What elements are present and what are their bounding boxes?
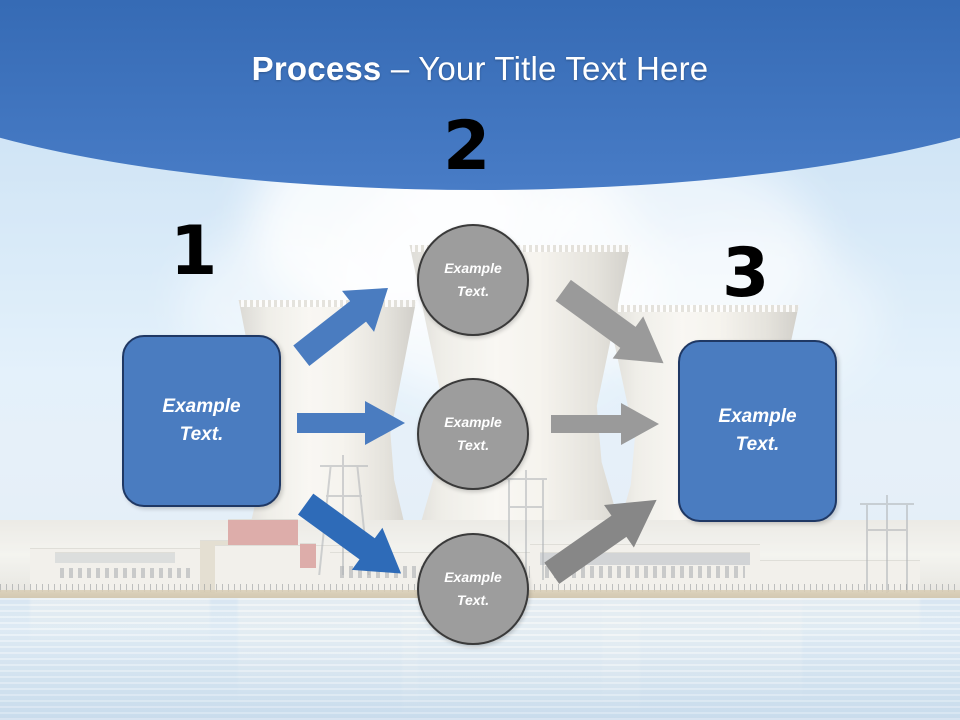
header-curve	[0, 0, 960, 196]
arrow-circle3-to-box3	[534, 490, 676, 584]
process-box-1-line2: Text.	[179, 424, 224, 445]
process-circle-1-line1: Example	[444, 259, 502, 276]
step-number-3: 3	[722, 234, 770, 313]
arrow-box1-to-circle1	[287, 276, 407, 366]
header-gradient-fill	[0, 0, 960, 190]
page-title: Process – Your Title Text Here	[0, 50, 960, 88]
header-area: Process – Your Title Text Here	[0, 0, 960, 230]
process-circle-2-line2: Text.	[456, 437, 490, 453]
process-circle-3-line1: Example	[444, 568, 502, 585]
step-number-1: 1	[170, 212, 218, 291]
process-box-1-line1: Example	[162, 395, 241, 417]
process-circle-2-line1: Example	[444, 413, 502, 430]
page-title-strong: Process	[251, 50, 382, 87]
process-circle-2[interactable]: Example Text.	[417, 378, 529, 490]
arrow-box1-to-circle2	[297, 399, 407, 447]
step-number-2: 2	[443, 107, 491, 186]
process-circle-1[interactable]: Example Text.	[417, 224, 529, 336]
process-box-3[interactable]: Example Text.	[678, 340, 837, 522]
building-windows	[545, 566, 745, 578]
process-box-1[interactable]: Example Text.	[122, 335, 281, 507]
power-pylon	[505, 470, 547, 580]
page-title-separator: –	[381, 50, 419, 87]
power-pylon	[860, 495, 914, 593]
process-box-3-line2: Text.	[735, 434, 780, 455]
building-windows	[60, 568, 190, 578]
process-box-3-line1: Example	[718, 405, 797, 427]
arrow-box1-to-circle3	[290, 493, 420, 585]
arrow-circle1-to-box3	[547, 279, 683, 374]
process-circle-1-line2: Text.	[456, 283, 490, 299]
process-circle-3[interactable]: Example Text.	[417, 533, 529, 645]
page-title-light: Your Title Text Here	[418, 50, 709, 87]
power-pylon	[318, 455, 370, 575]
plant-building	[55, 552, 175, 563]
plant-building	[228, 519, 298, 546]
process-circle-3-line2: Text.	[456, 592, 490, 608]
plant-building	[300, 543, 316, 568]
arrow-circle2-to-box3	[551, 402, 661, 446]
